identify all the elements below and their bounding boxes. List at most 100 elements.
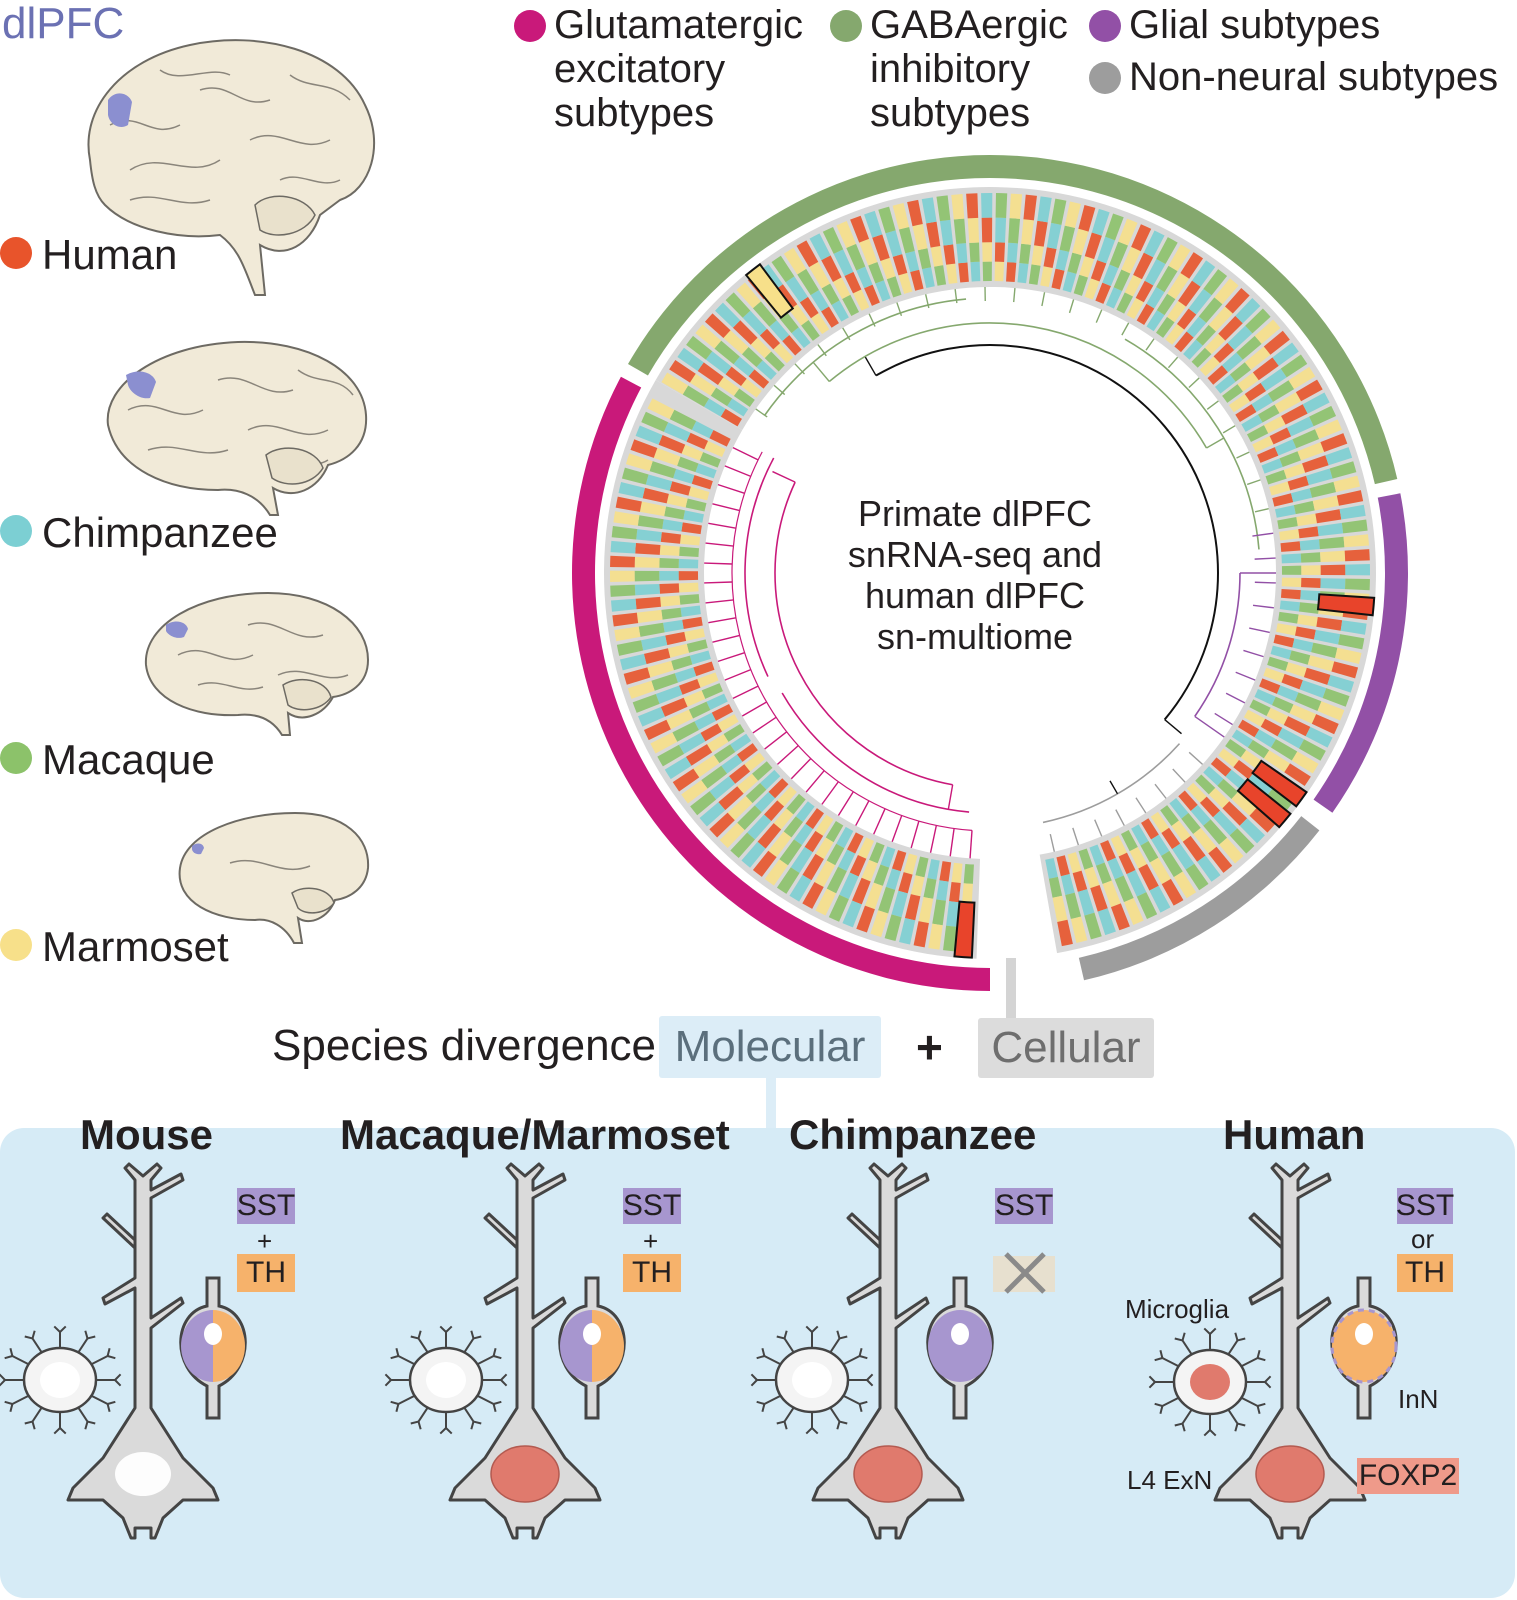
species-bar-segment [1072, 870, 1088, 892]
species-bar-segment [849, 854, 867, 877]
species-bar-segment [790, 846, 813, 874]
species-bar-segment [842, 294, 860, 317]
species-bar-segment [885, 230, 903, 257]
species-bar-segment [1317, 522, 1344, 537]
species-bar-segment [723, 330, 749, 355]
chimpanzee-microglia [750, 1325, 874, 1435]
species-bar-segment [680, 605, 701, 617]
microglia-process [384, 1373, 392, 1381]
species-bar-segment [783, 247, 807, 275]
species-bar-segment [1107, 857, 1124, 880]
microglia-process [1159, 1405, 1164, 1415]
species-bar-segment [1254, 688, 1276, 706]
species-bar-segment [1190, 804, 1211, 826]
species-bar-segment [1060, 873, 1075, 896]
species-bar-segment [875, 280, 891, 302]
microglia-process [1257, 1357, 1266, 1362]
panel-title-human: Human [1223, 1111, 1366, 1158]
species-bar-segment [664, 506, 685, 520]
dendrogram-branch [1068, 299, 1075, 314]
species-bar-segment [1100, 840, 1116, 862]
cell-illustrations [0, 1162, 1398, 1540]
species-bar-segment [783, 816, 804, 838]
species-bar-segment [659, 570, 679, 581]
species-bar-segment [1129, 847, 1148, 869]
species-bar-segment [1161, 850, 1183, 878]
pyramidal-neuron-outline [66, 1162, 220, 1540]
species-bar-segment [1339, 504, 1366, 520]
species-bar-segment [1126, 869, 1147, 897]
species-bar-segment [1192, 260, 1216, 287]
species-bar-segment [679, 678, 701, 695]
species-bar-segment [1240, 750, 1263, 770]
species-bar-segment [1114, 875, 1134, 903]
dendrogram-branch [744, 457, 775, 677]
species-bar-segment [1017, 263, 1029, 284]
species-bar-segment [1276, 685, 1299, 702]
species-bar-segment [1199, 796, 1221, 818]
microglia-process [859, 1400, 868, 1405]
interneuron-soma-left [181, 1310, 213, 1382]
microglia-process [470, 1330, 475, 1339]
chimpanzee-interneuron [926, 1276, 994, 1420]
microglia-process [445, 1325, 453, 1333]
species-bar-segment [1225, 287, 1250, 314]
microglia-process [0, 1373, 6, 1381]
species-bar-segment [1284, 763, 1311, 787]
species-bar-segment [1281, 565, 1302, 575]
species-bar-segment [1245, 308, 1271, 334]
species-bar-segment [1270, 645, 1292, 660]
species-bar-segment [1246, 425, 1269, 443]
species-bar-segment [636, 529, 662, 542]
species-bar-segment [1281, 553, 1302, 564]
species-bar-segment [1227, 325, 1253, 350]
species-bar-segment [658, 435, 686, 454]
species-bar-segment [1247, 739, 1270, 759]
species-dot-marmoset [0, 929, 32, 961]
molecular-pill: Molecular [659, 1016, 881, 1078]
species-bar-segment [943, 244, 956, 265]
species-bar-segment [1252, 436, 1274, 453]
species-bar-segment [898, 226, 915, 254]
microglia-process [445, 1427, 453, 1435]
microglia-process [859, 1355, 868, 1360]
dendrogram-branch [1235, 671, 1256, 681]
microglia-process [107, 1400, 116, 1405]
species-bar-segment [949, 881, 961, 903]
species-bar-segment [1056, 855, 1070, 877]
legend-dot-inhibitory [830, 10, 862, 42]
species-bar-segment [932, 899, 946, 926]
species-bar-segment [1264, 415, 1286, 434]
species-bar-segment [1280, 589, 1301, 600]
dendrogram-branch [828, 322, 1208, 449]
species-bar-segment [1301, 565, 1321, 576]
species-bar-segment [660, 532, 682, 544]
dendrogram-branch [1206, 437, 1225, 449]
species-bar-segment [1313, 629, 1341, 645]
species-bar-segment [756, 360, 777, 380]
species-bar-segment [1298, 526, 1319, 539]
dendrogram-branch [812, 361, 830, 382]
species-bar-segment [1143, 230, 1165, 258]
species-bar-segment [660, 595, 681, 607]
microglia-process [811, 1325, 819, 1333]
dendrogram-branch [1206, 400, 1219, 410]
species-bar-segment [1274, 439, 1297, 456]
microglia-process [1181, 1332, 1186, 1341]
species-bar-segment [709, 776, 736, 800]
species-bar-segment [1297, 614, 1318, 627]
dendrogram-branch [969, 830, 973, 859]
species-bar-segment [1331, 661, 1359, 679]
species-bar-segment [1235, 404, 1257, 422]
species-bar-segment [1174, 331, 1194, 353]
species-bar-segment [1208, 306, 1233, 332]
dendrogram-branch [704, 562, 733, 565]
species-bar-segment [1290, 488, 1313, 503]
center-text-line4: sn-multiome [876, 616, 1074, 657]
species-bar-segment [809, 233, 831, 261]
species-bar-segment [1311, 714, 1339, 735]
species-bar-segment [1195, 324, 1216, 346]
macaque-brain-illustration [144, 591, 370, 736]
dendrogram-branch [1172, 768, 1186, 783]
